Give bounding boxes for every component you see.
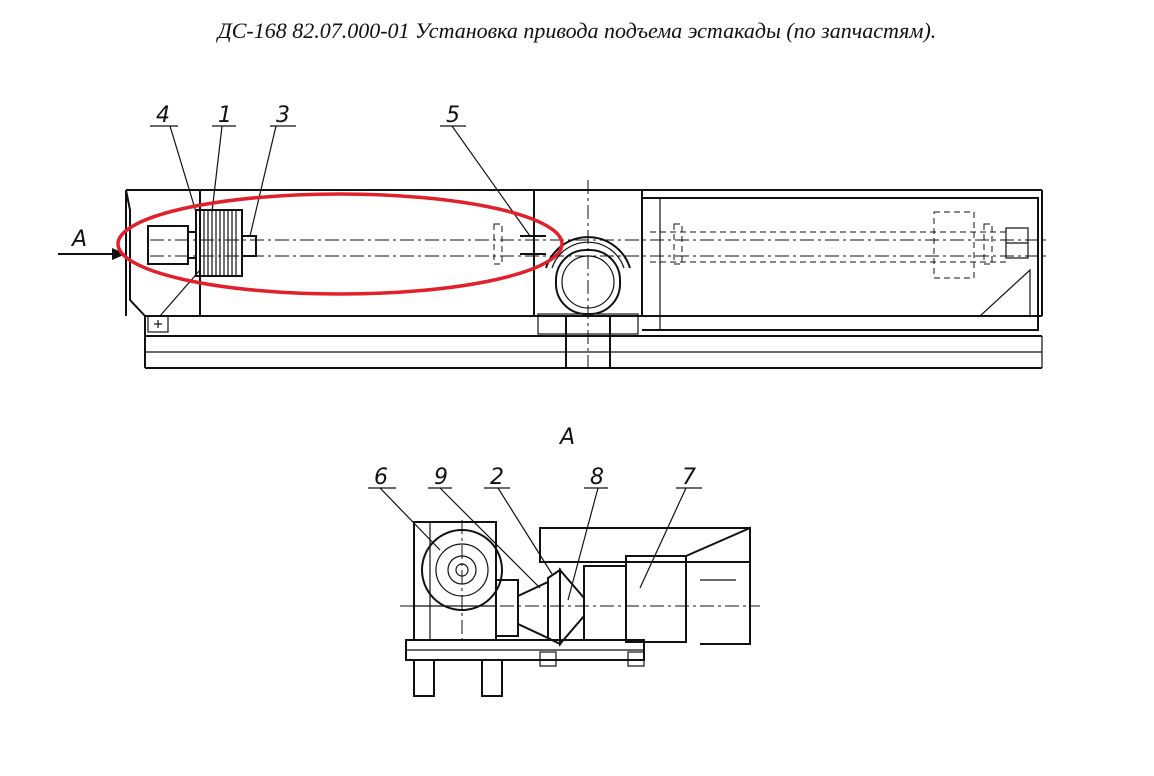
callout-9: 9 <box>434 465 448 490</box>
callout-2: 2 <box>490 465 504 490</box>
callout-1: 1 <box>218 103 232 128</box>
callout-5: 5 <box>446 103 460 128</box>
view-arrow-label: A <box>70 227 87 252</box>
callout-4: 4 <box>156 103 170 128</box>
section-a-view: 6 9 2 8 7 <box>368 465 760 697</box>
drawing-title: ДС-168 82.07.000-01 Установка привода по… <box>217 18 937 43</box>
callouts-top: 4 1 3 5 <box>150 103 531 237</box>
callout-6: 6 <box>374 465 388 490</box>
callout-8: 8 <box>590 465 604 490</box>
section-label: A <box>558 425 575 450</box>
view-arrow: A <box>58 227 126 260</box>
callout-3: 3 <box>276 103 290 128</box>
callouts-bottom: 6 9 2 8 7 <box>368 465 702 601</box>
highlight-ellipse <box>116 192 564 296</box>
drum-windings <box>199 210 237 276</box>
top-assembly-view: A 4 1 3 5 <box>58 103 1050 372</box>
callout-7: 7 <box>682 465 696 490</box>
